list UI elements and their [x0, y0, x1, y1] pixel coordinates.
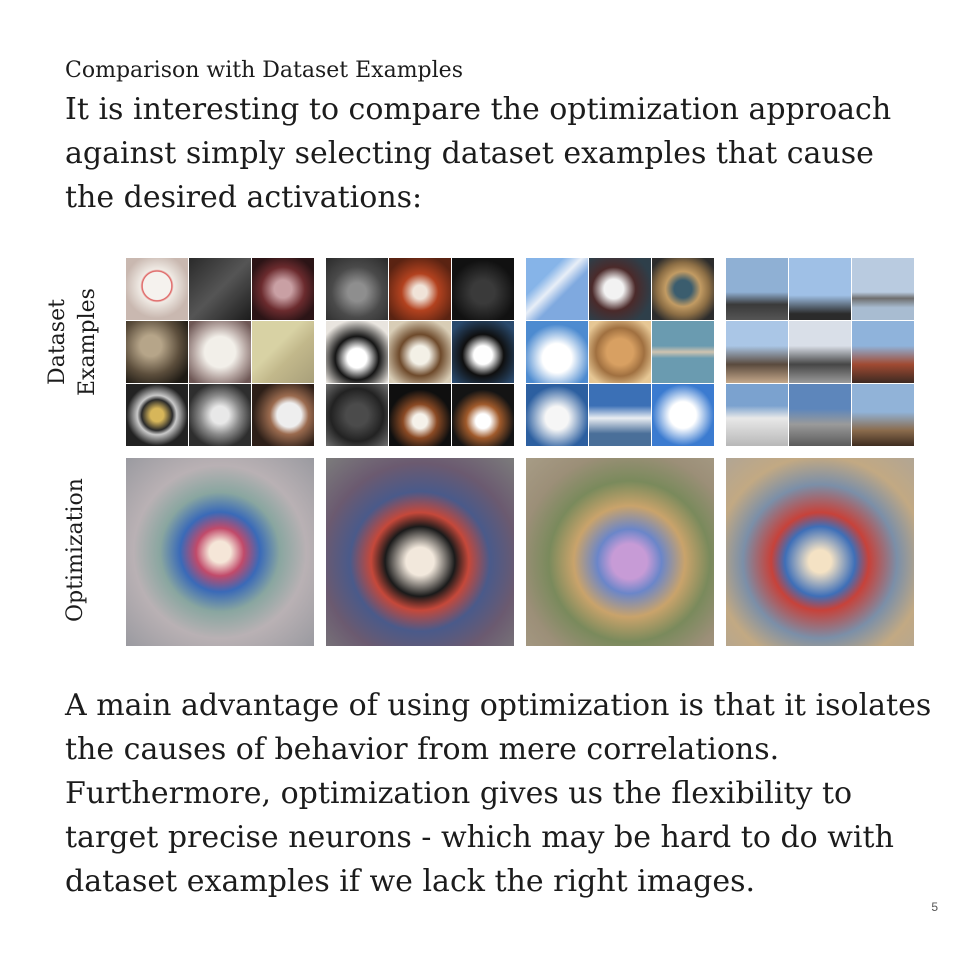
dataset-image	[326, 258, 388, 320]
dataset-panel-3	[526, 258, 714, 446]
dataset-panel-1	[126, 258, 314, 446]
dataset-image	[726, 384, 788, 446]
slide-subtitle: Comparison with Dataset Examples	[65, 58, 463, 83]
optimization-image-4	[726, 458, 914, 646]
dataset-image	[252, 321, 314, 383]
dataset-image	[589, 384, 651, 446]
dataset-image	[852, 258, 914, 320]
dataset-image	[189, 384, 251, 446]
dataset-image	[652, 321, 714, 383]
optimization-image-1	[126, 458, 314, 646]
dataset-image	[589, 258, 651, 320]
dataset-image	[852, 384, 914, 446]
dataset-image	[389, 321, 451, 383]
dataset-image	[252, 384, 314, 446]
optimization-image-2	[326, 458, 514, 646]
dataset-image	[526, 321, 588, 383]
dataset-image	[452, 258, 514, 320]
intro-paragraph: It is interesting to compare the optimiz…	[65, 92, 892, 215]
dataset-image	[726, 258, 788, 320]
dataset-image	[452, 321, 514, 383]
body-paragraph: A main advantage of using optimization i…	[65, 688, 932, 899]
dataset-image	[789, 384, 851, 446]
dataset-image	[126, 258, 188, 320]
dataset-image	[126, 384, 188, 446]
dataset-image	[526, 384, 588, 446]
dataset-image	[389, 384, 451, 446]
dataset-image	[852, 321, 914, 383]
dataset-image	[326, 384, 388, 446]
dataset-image	[452, 384, 514, 446]
dataset-image	[526, 258, 588, 320]
dataset-panel-4	[726, 258, 914, 446]
dataset-image	[189, 258, 251, 320]
dataset-image	[252, 258, 314, 320]
dataset-image	[789, 258, 851, 320]
optimization-image-3	[526, 458, 714, 646]
dataset-image	[652, 384, 714, 446]
dataset-image	[789, 321, 851, 383]
dataset-examples-label: Dataset Examples	[45, 288, 100, 396]
dataset-image	[189, 321, 251, 383]
dataset-image	[389, 258, 451, 320]
optimization-label: Optimization	[63, 478, 88, 622]
dataset-image	[326, 321, 388, 383]
dataset-image	[126, 321, 188, 383]
page-number: 5	[931, 900, 938, 914]
dataset-image	[589, 321, 651, 383]
dataset-panel-2	[326, 258, 514, 446]
dataset-image	[652, 258, 714, 320]
dataset-image	[726, 321, 788, 383]
